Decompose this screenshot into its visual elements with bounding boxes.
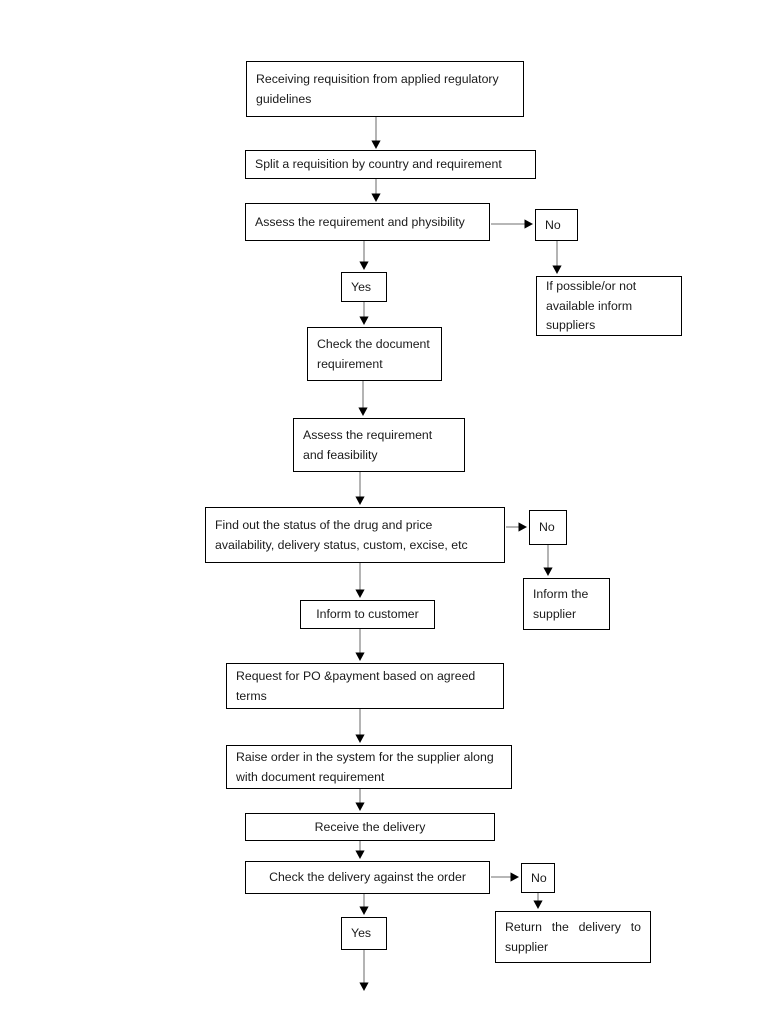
flow-node-n1: Receiving requisition from applied regul… <box>246 61 524 117</box>
connector-arrow-c11 <box>543 545 553 576</box>
flow-node-n14: Raise order in the system for the suppli… <box>226 745 512 789</box>
connector-arrow-c16 <box>491 872 519 882</box>
flow-node-n5: Yes <box>341 272 387 302</box>
flow-node-n16: Check the delivery against the order <box>245 861 490 894</box>
flow-node-n8: Assess the requirement and feasibility <box>293 418 465 472</box>
connector-arrow-c18 <box>533 893 543 909</box>
flow-node-n10: No <box>529 510 567 545</box>
flow-node-n17: No <box>521 863 555 893</box>
connector-arrow-c7 <box>358 381 368 416</box>
connector-arrow-c1 <box>371 117 381 149</box>
connector-arrow-c14 <box>355 789 365 811</box>
connector-arrow-c10 <box>355 563 365 598</box>
connector-arrow-c2 <box>371 179 381 202</box>
connector-arrow-c9 <box>506 522 527 532</box>
flow-node-n3: Assess the requirement and physibility <box>245 203 490 241</box>
flow-node-n4: No <box>535 209 578 241</box>
flow-node-n13: Request for PO &payment based on agreed … <box>226 663 504 709</box>
connector-arrow-c12 <box>355 629 365 661</box>
connector-arrow-c13 <box>355 709 365 743</box>
flow-node-n2: Split a requisition by country and requi… <box>245 150 536 179</box>
flow-node-n6: If possible/or not available inform supp… <box>536 276 682 336</box>
connector-arrow-c19 <box>359 950 369 991</box>
flow-node-n15: Receive the delivery <box>245 813 495 841</box>
connector-arrow-c3 <box>491 219 533 229</box>
flow-node-n19: Return the delivery to supplier <box>495 911 651 963</box>
connector-arrow-c5 <box>552 241 562 274</box>
flow-node-n11: Inform to customer <box>300 600 435 629</box>
connector-arrow-c8 <box>355 472 365 505</box>
connector-arrow-c15 <box>355 841 365 859</box>
flow-node-n12: Inform the supplier <box>523 578 610 630</box>
flow-node-n18: Yes <box>341 917 387 950</box>
flow-node-n9: Find out the status of the drug and pric… <box>205 507 505 563</box>
connector-arrow-c6 <box>359 302 369 325</box>
flow-node-n7: Check the document requirement <box>307 327 442 381</box>
connector-arrow-c17 <box>359 894 369 915</box>
connector-arrow-c4 <box>359 241 369 270</box>
